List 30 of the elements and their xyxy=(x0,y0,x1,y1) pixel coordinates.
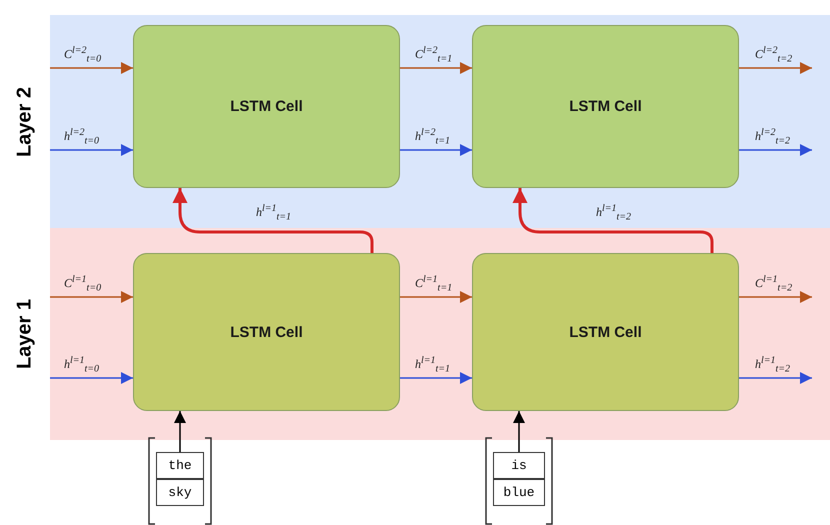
token-box: is xyxy=(493,452,545,479)
token-box: the xyxy=(156,452,204,479)
lstm-cell-box xyxy=(472,25,739,188)
arrow xyxy=(400,372,472,384)
arrow xyxy=(50,372,133,384)
lstm-cell-box xyxy=(472,253,739,411)
arrow xyxy=(50,291,133,303)
arrow xyxy=(739,291,812,303)
arrow xyxy=(739,144,812,156)
arrow xyxy=(50,144,133,156)
arrow xyxy=(512,188,714,253)
cell-label: LSTM Cell xyxy=(230,98,303,115)
arrow xyxy=(50,62,133,74)
arrow xyxy=(172,188,374,253)
arrow xyxy=(400,291,472,303)
arrow xyxy=(400,62,472,74)
arrow xyxy=(400,144,472,156)
arrow xyxy=(739,62,812,74)
arrow xyxy=(174,411,186,452)
arrow xyxy=(739,372,812,384)
cell-label: LSTM Cell xyxy=(569,324,642,340)
layer-label: Layer 2 xyxy=(14,86,36,157)
lstm-cell-box xyxy=(133,253,400,411)
lstm-cell-box xyxy=(133,25,400,188)
token-box: sky xyxy=(156,479,204,506)
cell-label: LSTM Cell xyxy=(230,324,303,340)
token-box: blue xyxy=(493,479,545,506)
layer-label: Layer 1 xyxy=(14,298,36,370)
cell-label: LSTM Cell xyxy=(569,98,642,115)
arrow xyxy=(513,411,525,452)
